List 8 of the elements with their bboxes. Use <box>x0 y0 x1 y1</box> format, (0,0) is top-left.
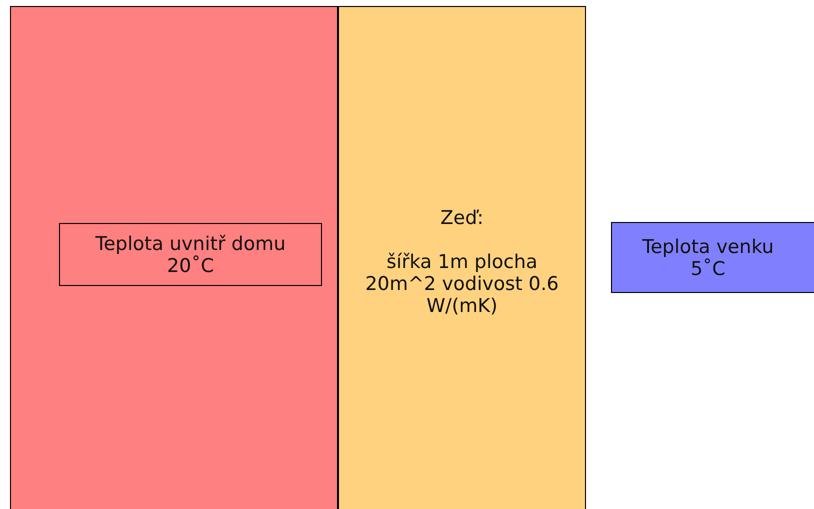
node-description: šířka 1m plocha 20m^2 vodivost 0.6 W/(mK) <box>364 251 560 317</box>
outside-box <box>611 222 814 293</box>
node-label: Zeď: <box>439 207 485 229</box>
room-region <box>10 6 338 509</box>
label-box <box>59 223 322 286</box>
node-label: Teplota uvnitř domu 20˚C <box>94 232 287 276</box>
node-label: Teplota venku 5˚C <box>641 236 775 280</box>
wall-region <box>338 6 586 509</box>
